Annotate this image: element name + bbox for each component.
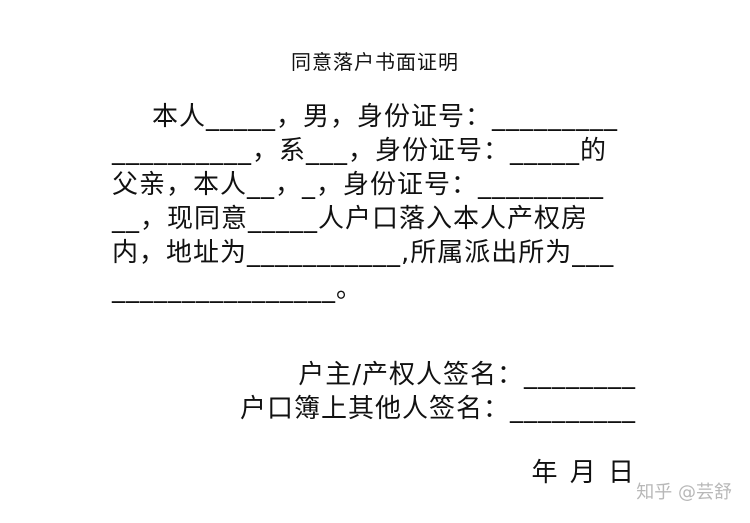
other-members-signature-line: 户口簿上其他人签名：_________ [239, 394, 636, 424]
document-title: 同意落户书面证明 [291, 50, 459, 74]
body-line-1: 本人_____，男，身份证号：_________ [152, 102, 619, 132]
watermark: 知乎 @芸舒 [636, 482, 732, 503]
body-line-2: __________，系___，身份证号：_____的 [112, 136, 608, 166]
body-line-3: 父亲，本人__，_，身份证号：_________ [112, 170, 605, 200]
body-line-6: ________________。 [112, 274, 364, 304]
date-line: 年 月 日 [531, 458, 636, 488]
body-line-4: __，现同意_____人户口落入本人产权房 [112, 204, 589, 234]
owner-signature-line: 户主/产权人签名：________ [298, 360, 636, 390]
body-line-5: 内，地址为___________,所属派出所为___ [112, 238, 615, 268]
